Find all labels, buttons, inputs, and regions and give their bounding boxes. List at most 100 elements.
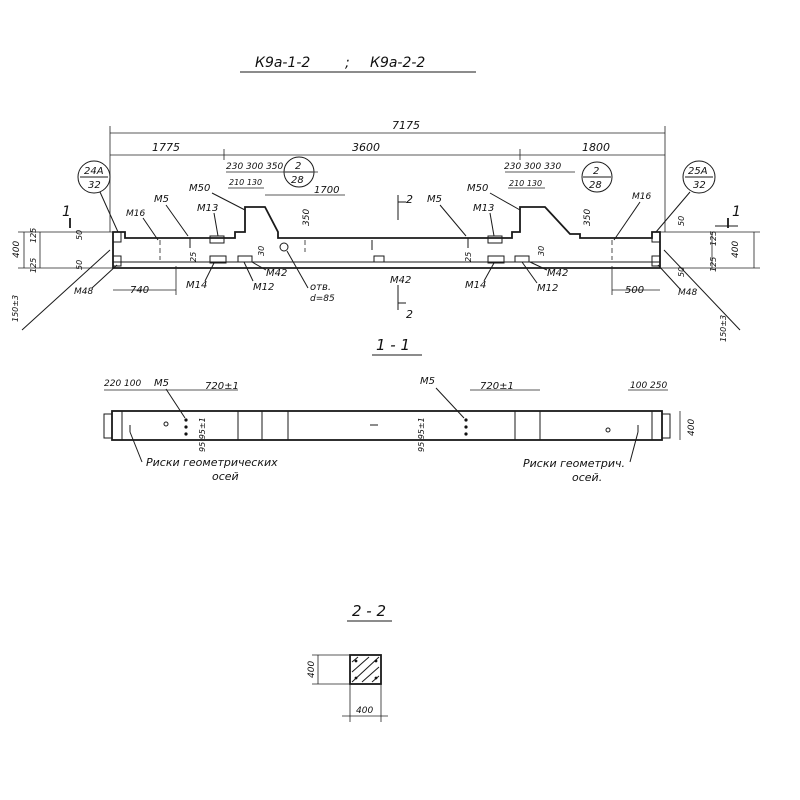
section-1-1-hole-right <box>605 427 611 433</box>
section-1-1-m5-left-leader <box>165 388 186 419</box>
plate-m42-mid <box>373 255 385 263</box>
label-m14-left: М14 <box>186 280 207 291</box>
section-1-1-title: 1 - 1 <box>376 336 410 354</box>
label-m14-right: М14 <box>465 280 486 291</box>
leader-m50-right <box>489 192 521 211</box>
callout-25a-top: 25А <box>688 166 708 177</box>
cut-1-left-label: 1 <box>62 204 71 220</box>
dim-seg-left: 1775 <box>152 141 180 154</box>
hole-circle <box>279 242 289 252</box>
note-left-line-1: Риски геометрических <box>146 456 278 469</box>
leader-m5-left <box>165 204 189 237</box>
label-m42-right: М42 <box>547 268 568 279</box>
callout-24a-bottom: 32 <box>88 180 101 191</box>
callout-2-right-top: 2 <box>593 166 599 177</box>
label-hole: отв. <box>310 282 331 293</box>
leader-m12-right <box>521 261 538 284</box>
label-m42-mid: М42 <box>390 275 411 286</box>
title-mark-1: К9а-1-2 <box>255 55 310 71</box>
label-hole-dia: d=85 <box>310 294 335 304</box>
dim-left-50-a: 50 <box>75 230 84 240</box>
label-m13-left: М13 <box>197 203 218 214</box>
section-2-2-width: 400 <box>356 706 373 716</box>
dim-left-400: 400 <box>12 241 22 258</box>
section-1-1-vert-left: 95 95±1 <box>198 417 207 452</box>
section-1-1-m5-right: М5 <box>420 376 435 387</box>
note-left-leader <box>129 431 143 463</box>
dim-right-125-a: 125 <box>709 231 718 246</box>
section-1-1-height: 400 <box>687 419 697 436</box>
elevation-view: 7175 1775 3600 1800 <box>11 119 760 342</box>
section-1-1-tol-left: 720±1 <box>205 381 239 392</box>
section-1-1-bolt-l2 <box>184 425 188 429</box>
leader-m50-left <box>211 192 246 211</box>
leader-m42-right <box>529 261 548 271</box>
dim-350-left: 350 <box>302 209 312 226</box>
title-mark-2: К9а-2-2 <box>370 55 425 71</box>
section-1-1-bolt-r2 <box>464 425 468 429</box>
callout-24a-leader <box>99 191 119 233</box>
section-2-2-hatch-4 <box>351 656 359 663</box>
end-notch-left-top <box>112 231 122 243</box>
dim-seg-mid: 3600 <box>352 141 380 154</box>
section-2-2-hatch-3 <box>361 666 380 683</box>
label-m16-right: М16 <box>632 192 651 202</box>
dim-left-125-a: 125 <box>29 228 38 243</box>
label-m5-mid: М5 <box>427 194 442 205</box>
leader-m13-left <box>213 212 219 237</box>
label-m12-right: М12 <box>537 283 558 294</box>
dim-500: 500 <box>625 285 644 296</box>
dim-steps-right: 230 300 330 <box>504 162 562 172</box>
plate-m14-left <box>209 255 227 264</box>
dim-740: 740 <box>130 285 149 296</box>
dim-left-125-b: 125 <box>29 258 38 273</box>
dim-25-left: 25 <box>189 252 198 262</box>
callout-2-left-bottom: 28 <box>291 175 304 186</box>
leader-m42-left <box>251 261 267 271</box>
callout-25a-leader <box>655 191 691 233</box>
callout-bubble-2-right <box>581 161 613 193</box>
dim-right-125-b: 125 <box>709 257 718 272</box>
section-1-1-m5-left: М5 <box>154 378 169 389</box>
section-1-1-end-left <box>103 413 113 439</box>
section-1-1-bolt-r1 <box>464 418 468 422</box>
label-m12-left: М12 <box>253 282 274 293</box>
section-1-1-tol-right: 720±1 <box>480 381 514 392</box>
leader-right-150 <box>663 249 741 331</box>
label-m48-left: М48 <box>74 287 93 297</box>
label-m5-left: М5 <box>154 194 169 205</box>
callout-25a-bottom: 32 <box>693 180 706 191</box>
plate-m13-left <box>209 235 225 244</box>
section-1-1-bolt-l1 <box>184 418 188 422</box>
callout-bubble-24a <box>77 160 111 194</box>
dim-right-400: 400 <box>731 241 741 258</box>
section-1-1-m5-right-leader <box>435 387 465 419</box>
callout-24a-top: 24А <box>84 166 104 177</box>
note-right-leader <box>629 431 639 463</box>
dim-steps-left-2: 210 130 <box>229 178 262 187</box>
end-notch-right-top <box>651 231 661 243</box>
dim-left-50-b: 50 <box>75 260 84 270</box>
cut-1-right-label: 1 <box>732 204 741 220</box>
dim-25-right: 25 <box>464 252 473 262</box>
drawing-title: К9а-1-2 ; К9а-2-2 <box>240 55 476 73</box>
leader-m16-left <box>142 217 159 241</box>
dim-steps-right-2: 210 130 <box>509 179 542 188</box>
dim-seg-right: 1800 <box>582 141 610 154</box>
title-separator: ; <box>345 55 350 71</box>
leader-left-150 <box>21 249 111 331</box>
section-2-2-height: 400 <box>307 661 317 678</box>
dim-left-150: 150±3 <box>11 295 20 322</box>
dim-30-left: 30 <box>257 246 266 256</box>
section-2-2-rebar-1 <box>354 659 358 663</box>
plate-m13-right <box>487 235 503 244</box>
callout-2-left-top: 2 <box>295 161 301 172</box>
section-2-2-rebar-2 <box>374 659 378 663</box>
end-notch-left-bottom <box>112 255 122 267</box>
section-1-1-hole-left <box>163 421 169 427</box>
dim-right-150: 150±3 <box>719 315 728 342</box>
leader-m12-left <box>243 261 254 282</box>
leader-m48-right <box>657 264 681 290</box>
cut-2-label-bottom: 2 <box>406 308 413 321</box>
section-1-1-bolt-l3 <box>184 432 188 436</box>
